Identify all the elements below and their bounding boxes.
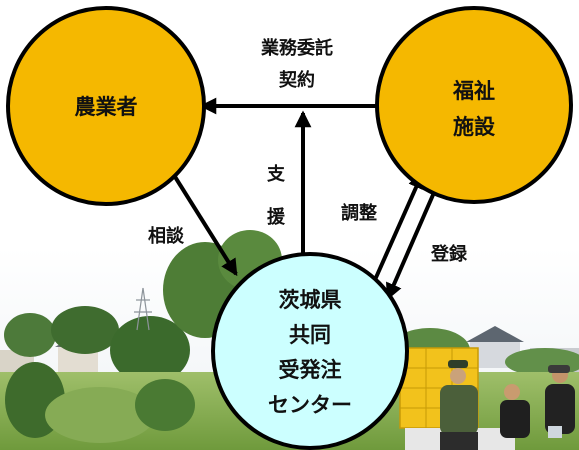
welfare-circle [375,6,573,204]
welfare-label-line-2: 施設 [453,115,496,139]
support-label-char-2: 援 [267,206,286,228]
farmer-label: 農業者 [75,95,138,119]
center-label-line-3: 受発注 [279,358,342,382]
center-label-line-1: 茨城県 [279,288,342,312]
support-label-char-1: 支 [266,163,286,185]
farmer-circle [6,6,206,206]
center-label-line-4: センター [268,393,352,417]
field-workers [440,360,575,450]
power-tower [134,287,152,331]
center-circle [211,252,409,450]
consult-arrow [170,170,238,277]
farmer-node: 農業者 [6,6,206,206]
contract-label-line-2: 契約 [278,69,315,91]
center-label-line-2: 共同 [289,323,331,347]
welfare-node: 福祉 施設 [375,6,573,204]
register-arrow [386,187,438,301]
contract-label-line-1: 業務委託 [260,37,333,59]
center-node: 茨城県 共同 受発注 センター [211,252,409,450]
consult-label: 相談 [148,225,185,247]
register-label: 登録 [430,243,468,265]
adjust-arrow [368,171,424,292]
adjust-label: 調整 [341,202,377,224]
welfare-label-line-1: 福祉 [452,79,495,103]
